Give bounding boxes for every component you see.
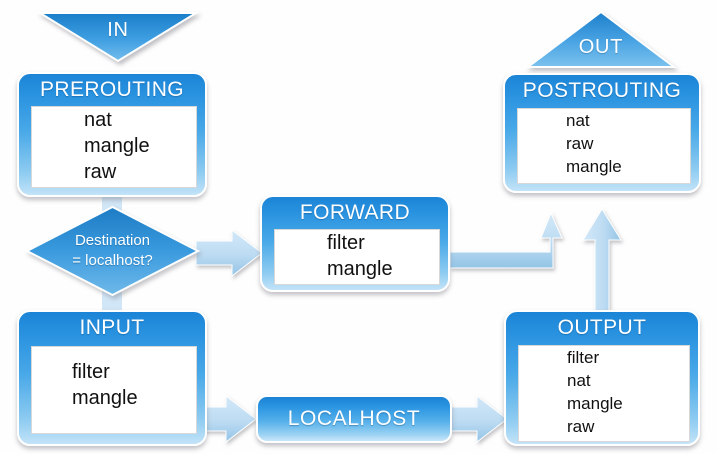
decision-destination-localhost[interactable]: Destination = localhost? [24, 205, 201, 297]
chain-prerouting[interactable]: PREROUTING nat mangle raw [17, 72, 207, 197]
arrow-output-to-postrouting [582, 208, 622, 313]
table-item: mangle [566, 157, 622, 176]
table-item: raw [566, 134, 594, 153]
table-item: mangle [327, 258, 393, 280]
table-item: nat [84, 109, 112, 131]
chain-output[interactable]: OUTPUT filter nat mangle raw [504, 310, 700, 446]
chain-postrouting-title: POSTROUTING [522, 79, 682, 102]
out-triangle: OUT [525, 9, 677, 69]
in-label: IN [107, 19, 129, 41]
chain-input-title: INPUT [79, 316, 145, 339]
localhost-label: LOCALHOST [287, 407, 421, 430]
arrow-forward-to-postrouting [449, 211, 563, 269]
chain-postrouting-tables: nat raw mangle [517, 108, 691, 184]
table-item: filter [72, 361, 110, 383]
chain-prerouting-tables: nat mangle raw [31, 106, 197, 188]
chain-forward-tables: filter mangle [274, 229, 440, 285]
table-item: nat [566, 111, 590, 130]
table-item: raw [84, 161, 117, 183]
localhost-node[interactable]: LOCALHOST [256, 395, 452, 443]
decision-text: Destination = localhost? [25, 231, 200, 271]
table-item: raw [567, 417, 595, 436]
table-item: filter [327, 232, 365, 254]
table-item: filter [567, 348, 600, 367]
table-item: mangle [567, 394, 623, 413]
arrow-localhost-to-output [449, 394, 508, 444]
chain-input[interactable]: INPUT filter mangle [17, 310, 207, 446]
chain-input-tables: filter mangle [31, 346, 197, 434]
chain-forward[interactable]: FORWARD filter mangle [260, 195, 450, 292]
chain-output-tables: filter nat mangle raw [518, 345, 690, 442]
table-item: mangle [72, 387, 138, 409]
decision-line-1: Destination [74, 232, 151, 249]
in-triangle: IN [36, 10, 200, 63]
chain-prerouting-title: PREROUTING [39, 78, 184, 101]
arrow-decision-to-forward [195, 228, 263, 278]
table-item: mangle [84, 135, 150, 157]
decision-line-2: = localhost? [72, 252, 153, 269]
chain-output-title: OUTPUT [557, 316, 647, 339]
out-label: OUT [578, 36, 624, 58]
table-item: nat [567, 371, 591, 390]
chain-forward-title: FORWARD [299, 201, 411, 224]
chain-postrouting[interactable]: POSTROUTING nat raw mangle [503, 73, 701, 193]
